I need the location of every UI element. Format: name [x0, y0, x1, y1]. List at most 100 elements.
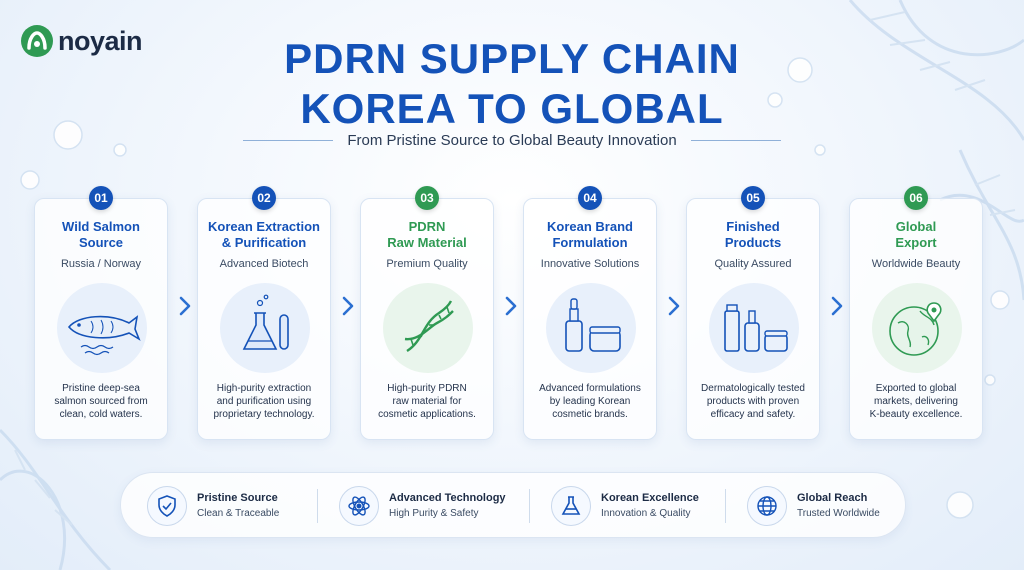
feature-divider	[725, 489, 726, 523]
feature-item: Global Reach Trusted Worldwide	[747, 473, 880, 539]
step-desc-line1: High-purity PDRN	[387, 383, 467, 394]
feature-divider	[317, 489, 318, 523]
step-description: High-purity PDRN raw material for cosmetic…	[369, 382, 485, 421]
atom-icon	[339, 486, 379, 526]
step-desc-line2: markets, delivering	[874, 396, 958, 407]
step-desc-line2: products with proven	[706, 396, 800, 407]
feature-title: Global Reach	[797, 492, 868, 504]
step-title-line2: Export	[895, 235, 937, 250]
feature-title: Korean Excellence	[601, 492, 699, 504]
globe-pin-icon	[872, 283, 962, 373]
step-desc-line1: Pristine deep-sea	[62, 383, 140, 394]
dna-icon	[383, 283, 473, 373]
step-title-line1: Korean Brand	[547, 219, 633, 234]
serum-jar-icon	[546, 283, 636, 373]
step-number-badge: 01	[89, 186, 113, 210]
feature-subtitle: Innovation & Quality	[601, 508, 691, 519]
feature-subtitle: Trusted Worldwide	[797, 508, 880, 519]
page-title-line1: PDRN SUPPLY CHAIN	[284, 35, 740, 82]
step-number-badge: 02	[252, 186, 276, 210]
feature-subtitle: High Purity & Safety	[389, 508, 479, 519]
step-desc-line3: clean, cold waters.	[59, 409, 143, 420]
chevron-right-icon	[177, 295, 193, 317]
step-title-line1: PDRN	[408, 219, 446, 234]
leaf-logo-icon	[21, 25, 53, 57]
step-title-line1: Korean Extraction	[208, 219, 320, 234]
step-title-line2: Products	[724, 235, 782, 250]
step-desc-line2: salmon sourced from	[54, 396, 148, 407]
step-title-line2: Source	[78, 235, 124, 250]
subtitle-row: From Pristine Source to Global Beauty In…	[0, 132, 1024, 149]
brand-logo: noyain	[20, 24, 143, 58]
feature-item: Pristine Source Clean & Traceable	[147, 473, 279, 539]
feature-subtitle: Clean & Traceable	[197, 508, 280, 519]
feature-title: Advanced Technology	[389, 492, 506, 504]
step-desc-line3: cosmetic applications.	[378, 409, 476, 420]
step-title-line1: Finished	[726, 219, 780, 234]
flask-icon	[551, 486, 591, 526]
page-subtitle: From Pristine Source to Global Beauty In…	[347, 132, 677, 149]
step-desc-line3: cosmetic brands.	[552, 409, 628, 420]
step-number-badge: 03	[415, 186, 439, 210]
divider-right	[690, 140, 781, 141]
brand-name: noyain	[58, 25, 143, 56]
step-desc-line3: proprietary technology.	[213, 409, 315, 420]
step-title: Korean Extraction& Purification	[202, 219, 326, 251]
feature-divider	[529, 489, 530, 523]
step-description: Pristine deep-sea salmon sourced from clea…	[43, 382, 159, 421]
lab-flask-icon	[220, 283, 310, 373]
chevron-right-icon	[340, 295, 356, 317]
step-number-badge: 05	[741, 186, 765, 210]
page-title-line2: KOREA TO GLOBAL	[300, 85, 724, 132]
step-title-line2: & Purification	[221, 235, 307, 250]
step-description: Advanced formulations by leading Korean co…	[532, 382, 648, 421]
step-subtitle: Advanced Biotech	[219, 258, 309, 270]
chevron-right-icon	[666, 295, 682, 317]
step-desc-line3: efficacy and safety.	[710, 409, 796, 420]
step-title-line1: Global	[895, 219, 937, 234]
step-description: Dermatologically tested products with pro…	[695, 382, 811, 421]
step-subtitle: Innovative Solutions	[540, 258, 640, 270]
step-description: High-purity extraction and purification u…	[206, 382, 322, 421]
salmon-icon	[57, 283, 147, 373]
shield-check-icon	[147, 486, 187, 526]
step-desc-line1: High-purity extraction	[216, 383, 312, 394]
feature-item: Advanced Technology High Purity & Safety	[339, 473, 506, 539]
step-desc-line1: Dermatologically tested	[701, 383, 805, 394]
feature-bar: Pristine Source Clean & Traceable Advanc…	[120, 472, 906, 538]
step-subtitle: Quality Assured	[714, 258, 792, 270]
step-number-badge: 04	[578, 186, 602, 210]
cosmetic-products-icon	[709, 283, 799, 373]
step-desc-line2: and purification using	[216, 396, 312, 407]
chevron-right-icon	[503, 295, 519, 317]
step-subtitle: Premium Quality	[386, 258, 468, 270]
step-desc-line1: Exported to global	[875, 383, 957, 394]
globe-icon	[747, 486, 787, 526]
step-desc-line2: raw material for	[392, 396, 462, 407]
step-title-line2: Raw Material	[387, 235, 467, 250]
step-title-line2: Formulation	[552, 235, 628, 250]
feature-item: Korean Excellence Innovation & Quality	[551, 473, 699, 539]
chevron-right-icon	[829, 295, 845, 317]
feature-title: Pristine Source	[197, 492, 278, 504]
step-desc-line3: K-beauty excellence.	[869, 409, 963, 420]
step-desc-line2: by leading Korean	[549, 396, 631, 407]
step-number-badge: 06	[904, 186, 928, 210]
step-subtitle: Russia / Norway	[60, 258, 142, 270]
step-subtitle: Worldwide Beauty	[871, 258, 961, 270]
step-title-line1: Wild Salmon	[62, 219, 140, 234]
step-desc-line1: Advanced formulations	[539, 383, 641, 394]
divider-left	[243, 140, 334, 141]
